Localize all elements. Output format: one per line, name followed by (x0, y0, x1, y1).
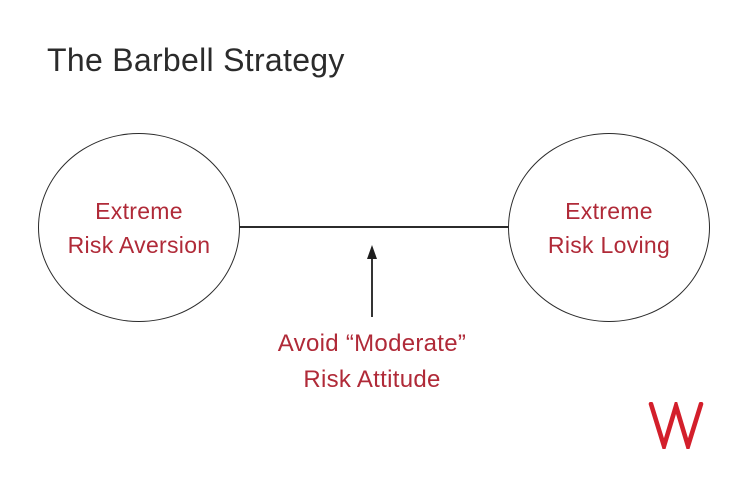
circle-label-line: Extreme (565, 197, 653, 224)
circle-label: Extreme Risk Loving (548, 194, 670, 262)
page-title: The Barbell Strategy (47, 42, 345, 78)
barbell-connector-bar (239, 226, 509, 228)
w-logo-icon (648, 397, 704, 454)
w-logo: W (648, 397, 705, 454)
w-logo-letter: W (704, 402, 705, 403)
circle-label-line: Risk Loving (547, 231, 671, 258)
circle-label-line: Risk Aversion (67, 231, 211, 258)
circle-extreme-risk-aversion: Extreme Risk Aversion (38, 133, 240, 322)
annotation-line: Risk Attitude (303, 366, 441, 393)
annotation-avoid-moderate-risk: Avoid “Moderate” Risk Attitude (232, 326, 512, 398)
circle-extreme-risk-loving: Extreme Risk Loving (508, 133, 710, 322)
annotation-line: Avoid “Moderate” (277, 330, 467, 357)
circle-label-line: Extreme (95, 197, 183, 224)
circle-label: Extreme Risk Aversion (68, 194, 211, 262)
up-arrow-icon (367, 245, 377, 317)
